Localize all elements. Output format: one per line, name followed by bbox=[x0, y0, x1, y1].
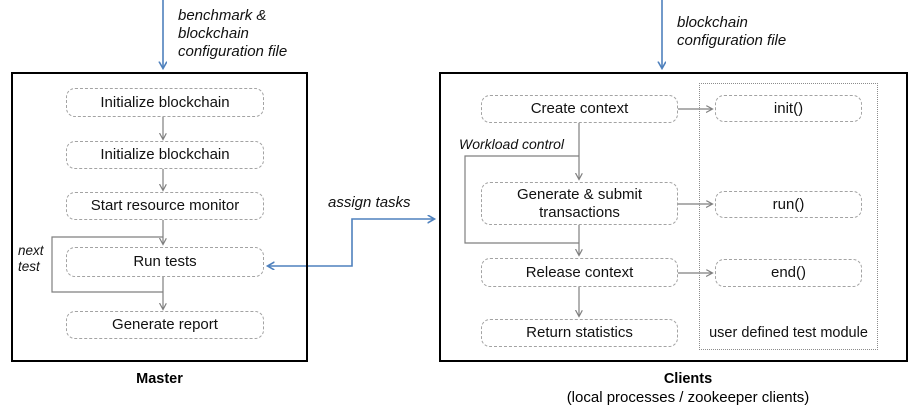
clients-subcaption: (local processes / zookeeper clients) bbox=[566, 389, 810, 406]
master-next-test-loop bbox=[51, 236, 163, 293]
user-defined-test-module-box: user defined test module bbox=[699, 83, 878, 350]
clients-workload-loop bbox=[464, 155, 579, 244]
step-create-context: Create context bbox=[481, 95, 678, 123]
master-config-label: benchmark & blockchain configuration fil… bbox=[178, 7, 288, 60]
master-caption-text: Master bbox=[136, 371, 183, 387]
master-box bbox=[11, 72, 308, 362]
step-run-tests: Run tests bbox=[66, 247, 264, 277]
step-start-resource-monitor: Start resource monitor bbox=[66, 192, 264, 220]
clients-caption: Clients (local processes / zookeeper cli… bbox=[538, 371, 838, 406]
next-test-label: next test bbox=[18, 243, 44, 274]
step-end-function: end() bbox=[715, 259, 862, 287]
step-initialize-blockchain-1: Initialize blockchain bbox=[66, 88, 264, 117]
step-initialize-blockchain-2: Initialize blockchain bbox=[66, 141, 264, 169]
user-defined-test-module-label: user defined test module bbox=[709, 325, 868, 341]
assign-tasks-label: assign tasks bbox=[328, 194, 411, 211]
step-return-statistics: Return statistics bbox=[481, 319, 678, 347]
workload-control-label: Workload control bbox=[459, 136, 565, 152]
step-generate-report: Generate report bbox=[66, 311, 264, 339]
step-generate-submit-transactions: Generate & submit transactions bbox=[481, 182, 678, 225]
clients-box bbox=[439, 72, 908, 362]
master-caption: Master bbox=[11, 371, 308, 387]
step-init-function: init() bbox=[715, 95, 862, 122]
step-run-function: run() bbox=[715, 191, 862, 218]
step-release-context: Release context bbox=[481, 258, 678, 287]
assign-tasks-connector bbox=[268, 219, 434, 266]
clients-caption-text: Clients bbox=[663, 371, 713, 387]
clients-config-label: blockchain configuration file bbox=[677, 14, 787, 49]
